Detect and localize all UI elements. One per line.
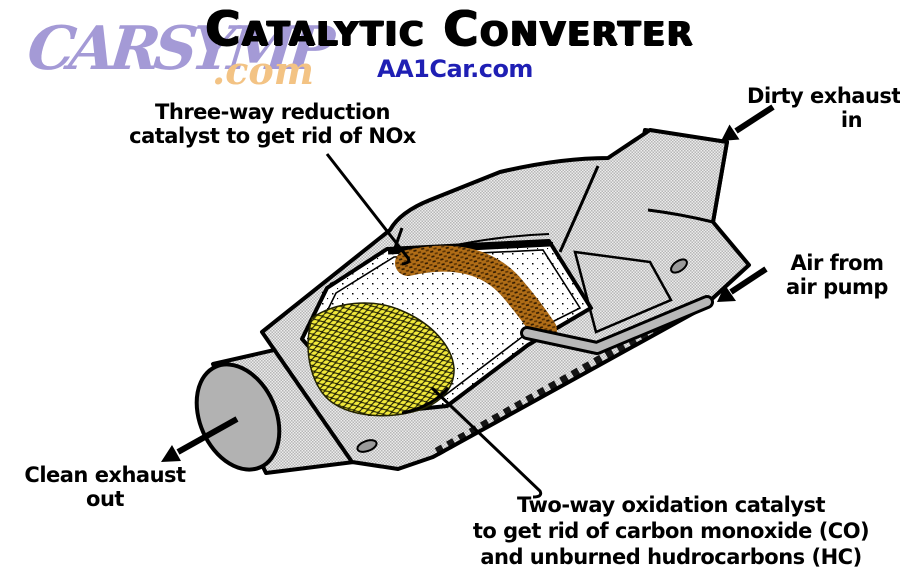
leader-lines [325, 153, 543, 499]
flow-arrows [161, 104, 775, 462]
label-line: catalyst to get rid of NOx [129, 124, 416, 148]
two-way-catalyst [307, 302, 455, 417]
cutaway-window [300, 239, 593, 417]
air-pump-tube [520, 295, 714, 355]
two-way-leader-line [430, 386, 543, 499]
label-clean-exhaust-out: Clean exhaust out [20, 463, 190, 511]
page-title: Catalytic Converter [205, 2, 695, 57]
label-line: air pump [786, 275, 888, 299]
label-air-from-air-pump: Air from air pump [772, 251, 900, 299]
label-line: out [86, 487, 124, 511]
label-line: Air from [790, 251, 884, 275]
three-way-catalyst [395, 245, 557, 343]
label-three-way-catalyst: Three-way reduction catalyst to get rid … [110, 100, 435, 148]
clean-exhaust-arrow [161, 416, 239, 462]
dirty-exhaust-arrow [721, 104, 775, 141]
watermark-logo-suffix: .com [212, 48, 314, 93]
three-way-leader-line [325, 153, 411, 266]
label-line: Three-way reduction [155, 100, 390, 124]
air-pump-arrow [717, 266, 768, 302]
label-line: Dirty exhaust [747, 84, 900, 108]
label-line: Clean exhaust [24, 463, 186, 487]
label-line: and unburned hudrocarbons (HC) [480, 545, 862, 569]
label-line: to get rid of carbon monoxide (CO) [472, 519, 870, 543]
label-two-way-catalyst: Two-way oxidation catalyst to get rid of… [440, 492, 900, 570]
label-dirty-exhaust-in: Dirty exhaust in [745, 84, 900, 132]
site-link: AA1Car.com [377, 55, 533, 83]
label-line: in [840, 108, 863, 132]
label-line: Two-way oxidation catalyst [516, 493, 826, 517]
